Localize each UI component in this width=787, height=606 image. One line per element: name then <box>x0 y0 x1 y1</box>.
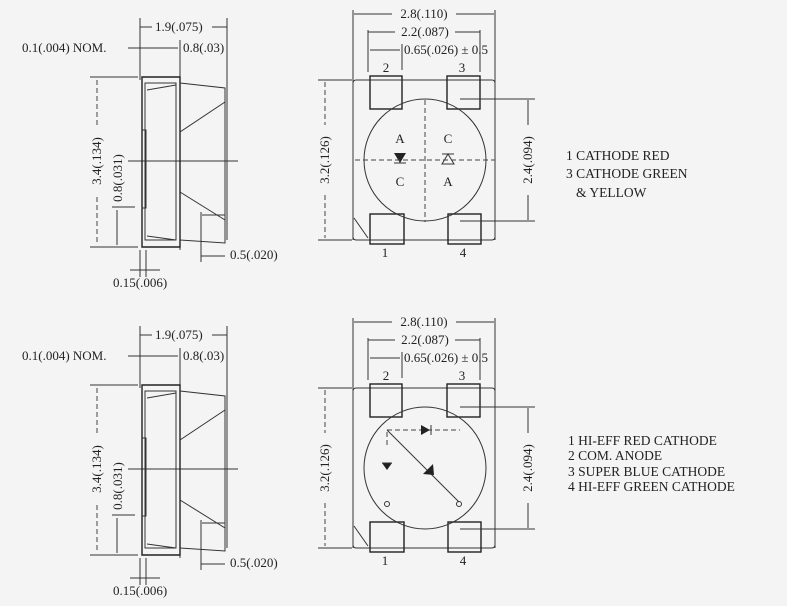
pin-4-label: 4 <box>460 245 467 260</box>
pin-4-label: 4 <box>460 553 467 568</box>
front-height-dim: 3.2(.126) <box>317 136 332 184</box>
legend-line: 3 SUPER BLUE CATHODE <box>568 464 725 479</box>
side-height-dim: 3.4(.134) <box>89 445 104 493</box>
side-view-outline <box>89 325 239 586</box>
legend-line: 4 HI-EFF GREEN CATHODE <box>568 479 735 494</box>
anode-label-2: A <box>443 174 453 189</box>
side-nom-dim: 0.1(.004) NOM. <box>22 40 107 55</box>
front-pad-span-dim: 2.2(.087) <box>401 332 449 347</box>
pin-3-label: 3 <box>459 368 466 383</box>
diode-down-icon <box>394 153 406 164</box>
side-thickness-dim: 0.15(.006) <box>113 275 167 290</box>
side-pad-width-dim: 0.5(.020) <box>230 247 278 262</box>
legend-line: & YELLOW <box>576 185 647 200</box>
front-pad-width-dim: 0.65(.026) ± 0.5 <box>404 350 488 365</box>
internal-wiring-icon <box>382 425 462 507</box>
side-width-dim: 1.9(.075) <box>155 327 203 342</box>
cathode-label-2: C <box>444 131 453 146</box>
pin-1-label: 1 <box>382 245 389 260</box>
side-pad-height-dim: 0.8(.031) <box>110 462 125 510</box>
front-pad-width-dim: 0.65(.026) ± 0.5 <box>404 42 488 57</box>
pin-2-label: 2 <box>383 368 390 383</box>
side-thickness-dim: 0.15(.006) <box>113 583 167 598</box>
side-height-dim: 3.4(.134) <box>89 137 104 185</box>
side-pad-width-dim: 0.5(.020) <box>230 555 278 570</box>
side-view-outline <box>89 17 239 278</box>
top-package: 1.9(.075) 0.1(.004) NOM. 0.8(.03) 3.4(.1… <box>22 6 688 290</box>
legend-line: 3 CATHODE GREEN <box>566 166 688 181</box>
side-width-dim: 1.9(.075) <box>155 19 203 34</box>
side-lens-dim: 0.8(.03) <box>183 40 224 55</box>
pin-2-label: 2 <box>383 60 390 75</box>
front-pad-span-dim: 2.2(.087) <box>401 24 449 39</box>
pin-3-label: 3 <box>459 60 466 75</box>
anode-label-1: A <box>395 131 405 146</box>
side-pad-height-dim: 0.8(.031) <box>110 154 125 202</box>
front-width-dim: 2.8(.110) <box>400 6 447 21</box>
diode-up-icon <box>441 153 455 165</box>
side-nom-dim: 0.1(.004) NOM. <box>22 348 107 363</box>
front-height-dim: 3.2(.126) <box>317 444 332 492</box>
legend-line: 1 CATHODE RED <box>566 148 670 163</box>
front-lens-dim: 2.4(.094) <box>520 444 535 492</box>
pin-1-label: 1 <box>382 553 389 568</box>
legend-line: 2 COM. ANODE <box>568 448 662 463</box>
side-lens-dim: 0.8(.03) <box>183 348 224 363</box>
front-lens-dim: 2.4(.094) <box>520 136 535 184</box>
cathode-label-1: C <box>396 174 405 189</box>
legend-line: 1 HI-EFF RED CATHODE <box>568 433 717 448</box>
front-width-dim: 2.8(.110) <box>400 314 447 329</box>
bottom-package: 1.9(.075) 0.1(.004) NOM. 0.8(.03) 3.4(.1… <box>22 314 735 598</box>
